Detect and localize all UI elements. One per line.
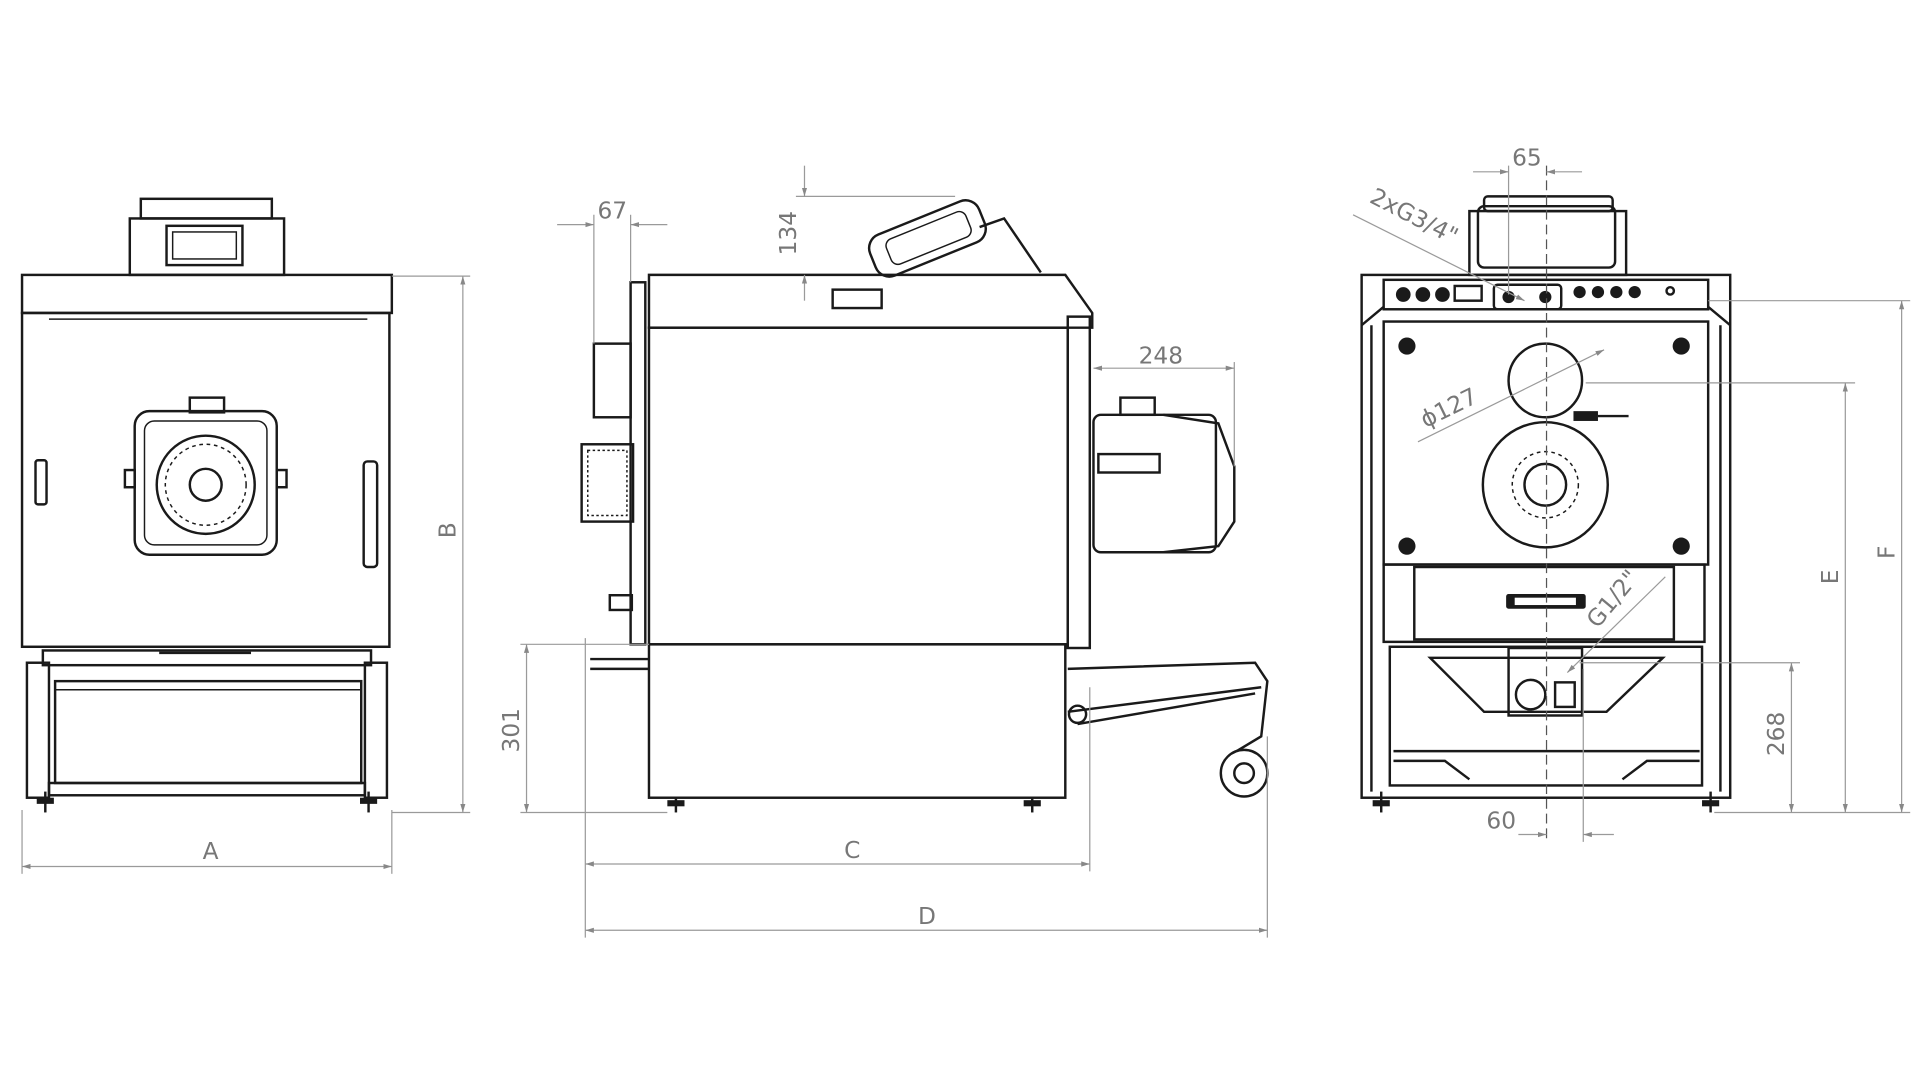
front-view [20,197,394,813]
dimension-f: F [1708,300,1911,813]
dimension-67: 67 [557,197,668,344]
dimension-label-e: E [1817,569,1844,584]
dimension-label-c: C [844,837,860,864]
thread-callout-return: 2xG3/4" [1352,183,1525,302]
display-panel [165,224,244,267]
dimension-label-67: 67 [597,197,627,224]
dimension-label-a: A [203,838,219,865]
dimension-b: B [391,275,471,814]
grate [580,443,635,523]
thread-label-return: 2xG3/4" [1366,183,1463,250]
dimension-65: 65 [1473,145,1583,295]
door-handle-left [34,459,48,506]
dimension-label-301: 301 [498,708,525,752]
hopper-lid [867,199,987,278]
dimension-label-d: D [918,903,936,930]
flue-outlet [1507,342,1584,419]
dimension-248: 248 [1093,342,1235,467]
dimension-label-268: 268 [1763,712,1790,756]
burner [1092,413,1218,554]
dimension-e: E [1585,382,1856,813]
dimension-301: 301 [498,643,668,814]
dimension-268: 268 [1579,662,1911,814]
thread-label-drain: G1/2" [1581,565,1644,633]
dimension-60: 60 [1486,668,1614,842]
dimension-label-b: B [435,522,462,538]
fan-icon [155,434,256,536]
dimension-label-248: 248 [1139,342,1183,369]
flue-diameter-callout: ϕ127 [1416,349,1605,443]
dimension-label-134: 134 [775,211,802,255]
handle [831,288,883,310]
dimension-label-f: F [1873,546,1900,559]
dimension-label-60: 60 [1486,807,1516,834]
wheel [1219,748,1269,798]
flue-diameter-label: ϕ127 [1416,383,1482,434]
dimension-label-65: 65 [1512,145,1542,172]
dimension-134: 134 [775,165,956,301]
door-handle-right [362,460,379,569]
burner-ring [1481,420,1609,549]
side-view [580,199,1269,813]
dimension-c-d: C D [584,638,1268,938]
dimension-a: A [21,810,393,874]
